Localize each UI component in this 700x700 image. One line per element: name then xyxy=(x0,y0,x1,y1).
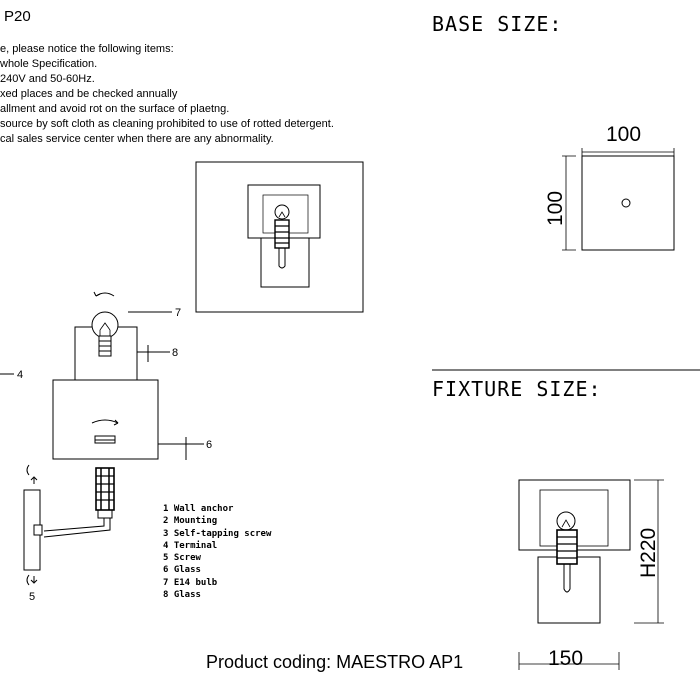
lamp-holder xyxy=(95,467,115,511)
exploded-view xyxy=(0,291,204,586)
note-line: whole Specification. xyxy=(0,58,98,70)
base-width-dim-line xyxy=(581,148,675,162)
base-size-diagram xyxy=(562,148,675,251)
e14-bulb-icon xyxy=(91,311,119,339)
base-plate xyxy=(581,155,675,251)
mount-hole xyxy=(621,198,631,208)
safety-notes: e, please notice the following items: wh… xyxy=(0,42,334,147)
fixture-width-dim-line xyxy=(518,652,620,670)
base-height-dim-line xyxy=(562,155,576,251)
part-item: 2 Mounting xyxy=(163,516,218,527)
callout-8: 8 xyxy=(172,347,178,359)
front-view xyxy=(195,161,364,313)
note-line: e, please notice the following items: xyxy=(0,43,174,55)
note-line: xed places and be checked annually xyxy=(0,88,178,100)
lower-glass xyxy=(52,379,159,460)
note-line: source by soft cloth as cleaning prohibi… xyxy=(0,118,334,130)
parts-legend: 1 Wall anchor 2 Mounting 3 Self-tapping … xyxy=(163,503,271,601)
base-width-value: 100 xyxy=(606,123,641,146)
fixture-width-value: 150 xyxy=(548,647,583,670)
fixture-height-value: H220 xyxy=(637,528,660,578)
note-line: cal sales service center when there are … xyxy=(0,133,274,145)
note-line: allment and avoid rot on the surface of … xyxy=(0,103,230,115)
part-item: 4 Terminal xyxy=(163,540,218,551)
fixture-height-dim-line xyxy=(634,479,664,624)
callout-4: 4 xyxy=(17,369,23,381)
screw-arrow-icon xyxy=(26,464,30,476)
model-number: P20 xyxy=(4,8,31,25)
bulb-icon xyxy=(274,204,290,220)
rotate-arrow-icon xyxy=(91,419,119,424)
wall-plate-outline xyxy=(195,161,364,313)
fixture-size-diagram xyxy=(432,369,700,670)
fixture-holder-icon xyxy=(556,529,578,565)
fixture-bulb-icon xyxy=(556,511,576,531)
fixture-size-heading: FIXTURE SIZE: xyxy=(432,377,602,401)
part-item: 6 Glass xyxy=(163,565,201,576)
callout-5: 5 xyxy=(29,591,35,603)
base-height-value: 100 xyxy=(544,191,567,226)
screw-arrow-icon xyxy=(26,574,30,586)
callout-7: 7 xyxy=(175,307,181,319)
part-item: 7 E14 bulb xyxy=(163,577,218,588)
lamp-holder-icon xyxy=(274,219,290,249)
part-item: 5 Screw xyxy=(163,553,201,564)
product-coding: Product coding: MAESTRO AP1 xyxy=(206,652,464,672)
part-item: 8 Glass xyxy=(163,590,201,601)
part-item: 1 Wall anchor xyxy=(163,504,234,514)
callout-6: 6 xyxy=(206,439,212,451)
mounting-arm xyxy=(43,518,105,532)
terminal-block xyxy=(33,524,43,536)
part-item: 3 Self-tapping screw xyxy=(163,528,272,539)
base-size-heading: BASE SIZE: xyxy=(432,12,563,36)
note-line: 240V and 50-60Hz. xyxy=(0,73,95,85)
